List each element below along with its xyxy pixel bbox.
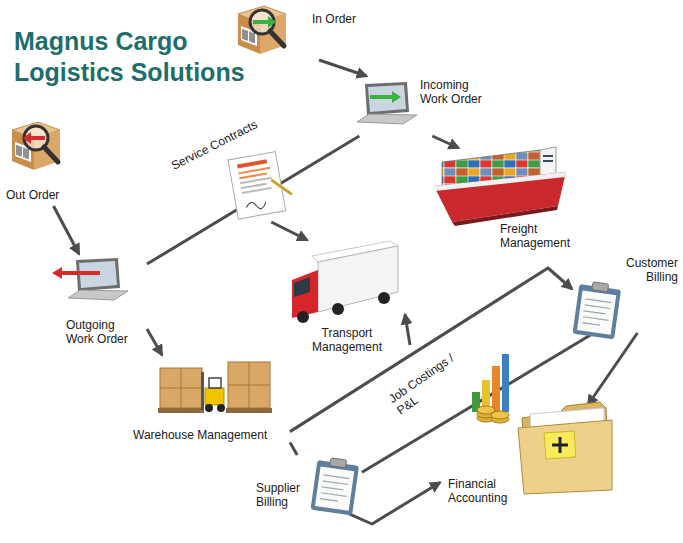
process-node: Customer Billing: [572, 253, 681, 333]
incoming-laptop-icon: [392, 91, 401, 103]
contract-document: [272, 178, 291, 197]
process-node: Freight Management: [428, 148, 581, 253]
node-label: Job Costings / P&L: [386, 349, 468, 418]
contract-document: [242, 187, 272, 194]
accounting-folder: [552, 437, 568, 453]
process-node: Warehouse Management: [130, 355, 290, 445]
in-order-icon: [270, 31, 284, 46]
incoming-laptop-icon: [357, 82, 417, 124]
warehouse-pallets: [158, 362, 272, 413]
flow-arrow: [271, 222, 307, 240]
accounting-folder: [544, 431, 576, 459]
node-label: Financial Accounting: [448, 477, 518, 505]
incoming-laptop-icon: [370, 95, 392, 99]
accounting-folder: [518, 402, 612, 494]
warehouse-pallets: [217, 404, 225, 412]
truck: [332, 303, 344, 315]
node-label: In Order: [312, 12, 356, 26]
flow-arrow: [362, 333, 594, 472]
process-node: Out Order: [4, 116, 94, 206]
contract-document: [228, 150, 294, 219]
incoming-laptop-icon: [357, 82, 417, 124]
warehouse-pallets: [209, 378, 221, 388]
process-node: Supplier Billing: [254, 455, 362, 512]
warehouse-pallets: [226, 408, 272, 413]
customer-billing-clipboard: [572, 280, 621, 339]
node-label: Warehouse Management: [133, 428, 267, 442]
warehouse-pallets: [160, 368, 202, 408]
flow-arrow: [346, 482, 440, 524]
warehouse-pallets: [228, 362, 270, 408]
outgoing-laptop-icon: [62, 271, 100, 275]
node-label: Outgoing Work Order: [66, 318, 140, 346]
node-label: Customer Billing: [618, 256, 678, 284]
process-node: Service Contracts: [165, 118, 290, 222]
flow-arrow: [290, 442, 297, 455]
out-order-icon: [12, 122, 60, 170]
contract-document: [241, 183, 267, 189]
truck: [318, 246, 398, 312]
truck: [292, 241, 398, 323]
process-node: Transport Management: [290, 240, 405, 360]
truck: [294, 277, 310, 297]
flow-arrow: [147, 329, 162, 355]
warehouse-pallets: [160, 368, 202, 408]
out-order-icon: [44, 147, 58, 162]
truck: [378, 292, 390, 304]
node-label: Incoming Work Order: [420, 78, 495, 106]
truck: [292, 270, 318, 318]
flow-arrow: [319, 60, 367, 76]
out-order-icon: [12, 122, 60, 170]
process-node: Job Costings / P&L: [385, 345, 510, 425]
warehouse-pallets: [228, 362, 270, 408]
node-label: Supplier Billing: [256, 481, 312, 509]
process-node: Incoming Work Order: [352, 76, 498, 136]
warehouse-pallets: [205, 388, 224, 405]
flow-arrow: [432, 136, 458, 148]
flow-arrow: [588, 333, 638, 405]
node-label: Transport Management: [308, 326, 386, 354]
in-order-icon: [253, 20, 268, 24]
process-node: Outgoing Work Order: [62, 254, 147, 354]
node-label: Out Order: [6, 188, 59, 202]
outgoing-laptop-icon: [52, 267, 62, 279]
outgoing-laptop-icon: [52, 258, 128, 300]
truck: [297, 311, 309, 323]
supplier-billing-clipboard: [310, 456, 359, 515]
outgoing-laptop-icon: [68, 258, 128, 300]
process-node: Financial Accounting: [440, 405, 614, 508]
warehouse-pallets: [201, 372, 204, 410]
cargo-ship: [434, 172, 566, 222]
accounting-folder: [518, 420, 612, 494]
out-order-icon: [31, 136, 45, 140]
in-order-icon: [268, 16, 276, 28]
cargo-ship: [434, 147, 566, 226]
node-label: Service Contracts: [169, 117, 260, 173]
contract-document: [237, 159, 267, 168]
flow-arrow: [405, 314, 410, 345]
profit-chart: [472, 354, 509, 423]
warehouse-pallets: [158, 408, 204, 413]
profit-chart: [502, 354, 509, 412]
contract-document: [246, 200, 267, 211]
diagram-title: Magnus Cargo Logistics Solutions: [14, 26, 276, 87]
warehouse-pallets: [205, 404, 213, 412]
out-order-icon: [23, 132, 31, 144]
process-node: In Order: [226, 2, 376, 60]
cargo-ship: [434, 172, 566, 191]
profit-chart: [491, 411, 509, 419]
cargo-ship: [543, 156, 553, 161]
flow-arrow: [54, 206, 80, 254]
in-order-icon: [238, 6, 286, 54]
contract-document: [240, 177, 272, 185]
profit-chart: [492, 366, 500, 412]
node-label: Freight Management: [500, 222, 578, 250]
in-order-icon: [238, 6, 286, 54]
